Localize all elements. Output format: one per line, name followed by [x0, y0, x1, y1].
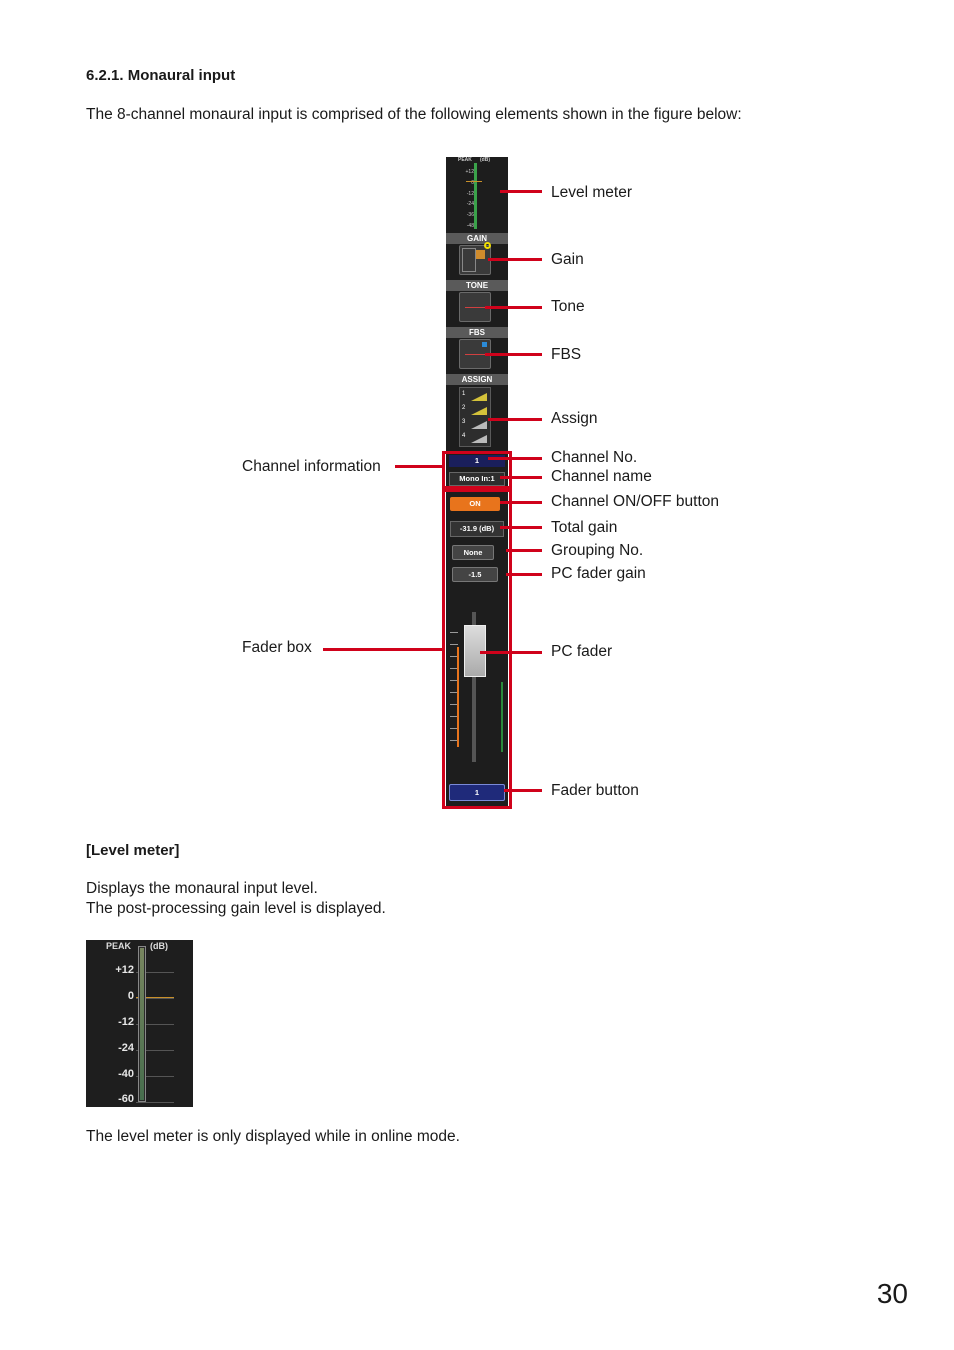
- fbs-header: FBS: [446, 327, 508, 338]
- channel-info-box: [442, 451, 512, 489]
- gain-button[interactable]: [459, 245, 491, 275]
- strip-meter-peak: PEAK: [458, 157, 472, 163]
- assign-row-1[interactable]: 1: [462, 391, 488, 403]
- label-tone: Tone: [551, 298, 585, 315]
- meter-image-tick: -12: [118, 1016, 134, 1028]
- strip-level-meter: PEAK (dB) +12 0 -12 -24 -36 -48: [446, 157, 508, 231]
- leader-pc-fader-gain: [506, 573, 542, 576]
- gain-indicator-icon: [476, 250, 485, 259]
- level-meter-title: [Level meter]: [86, 842, 180, 859]
- assign-slope-icon: [471, 435, 487, 443]
- label-assign: Assign: [551, 410, 598, 427]
- leader-pc-fader: [480, 651, 542, 654]
- channel-name: Mono In:1: [449, 472, 505, 486]
- fader-orange-marker: [457, 647, 459, 747]
- assign-slope-icon: [471, 421, 487, 429]
- page-number: 30: [876, 1278, 908, 1309]
- section-heading: 6.2.1. Monaural input: [86, 67, 236, 84]
- fader-box-outline: [442, 489, 512, 809]
- meter-image-tick: -40: [118, 1068, 134, 1080]
- leader-assign: [488, 418, 542, 421]
- strip-tick: -36: [466, 212, 474, 219]
- leader-fader-box: [323, 648, 442, 651]
- channel-on-button[interactable]: ON: [450, 497, 500, 511]
- meter-image-zero-line: [136, 997, 174, 998]
- assign-row-number: 2: [462, 405, 466, 411]
- level-meter-line1: Displays the monaural input level.: [86, 880, 318, 897]
- leader-on-off: [500, 501, 542, 504]
- pc-fader-gain-display: -1.5: [452, 567, 498, 582]
- assign-row-4[interactable]: 4: [462, 433, 488, 445]
- strip-meter-zero-line: [466, 181, 482, 182]
- meter-image-peak: PEAK: [106, 941, 132, 951]
- label-channel-on-off: Channel ON/OFF button: [551, 493, 719, 510]
- gain-grid-icon: [462, 248, 476, 272]
- assign-row-2[interactable]: 2: [462, 405, 488, 417]
- assign-panel: 1 2 3 4: [459, 387, 491, 447]
- leader-gain: [488, 258, 542, 261]
- fbs-status-dot-icon: [482, 342, 487, 347]
- label-channel-information: Channel information: [242, 458, 381, 475]
- strip-tick: 0: [471, 179, 474, 186]
- fader-scale: [450, 621, 458, 751]
- strip-tick: -48: [466, 222, 474, 229]
- level-meter-line2: The post-processing gain level is displa…: [86, 900, 386, 917]
- fader-track: [472, 612, 476, 762]
- label-level-meter: Level meter: [551, 184, 632, 201]
- label-grouping-no: Grouping No.: [551, 542, 644, 559]
- label-fader-button: Fader button: [551, 782, 639, 799]
- label-channel-name: Channel name: [551, 468, 652, 485]
- assign-slope-icon: [471, 407, 487, 415]
- leader-level-meter: [500, 190, 542, 193]
- label-fader-box: Fader box: [242, 639, 312, 656]
- label-total-gain: Total gain: [551, 519, 618, 536]
- strip-meter-ticks: +12 0 -12 -24 -36 -48: [456, 167, 474, 232]
- leader-grouping: [506, 549, 542, 552]
- grouping-button[interactable]: None: [452, 545, 494, 560]
- fader-button[interactable]: 1: [449, 784, 505, 801]
- label-channel-no: Channel No.: [551, 449, 638, 466]
- label-pc-fader: PC fader: [551, 643, 613, 660]
- leader-total-gain: [500, 526, 542, 529]
- total-gain-display: -31.9 (dB): [450, 521, 504, 537]
- level-meter-image: PEAK (dB) +12 0 -12 -24 -40 -60: [86, 940, 193, 1107]
- leader-fader-button: [504, 789, 542, 792]
- leader-channel-name: [500, 476, 542, 479]
- tone-curve-icon: [465, 307, 485, 308]
- intro-text: The 8-channel monaural input is comprise…: [86, 106, 742, 123]
- label-gain: Gain: [551, 251, 584, 268]
- level-meter-note: The level meter is only displayed while …: [86, 1128, 460, 1145]
- gain-header: GAIN: [446, 233, 508, 244]
- strip-tick: -24: [466, 201, 474, 208]
- assign-row-3[interactable]: 3: [462, 419, 488, 431]
- strip-meter-db: (dB): [480, 157, 490, 163]
- gain-active-dot-icon: [484, 242, 491, 249]
- meter-image-tick: -24: [118, 1042, 134, 1054]
- strip-meter-bar: [474, 163, 477, 229]
- leader-tone: [485, 306, 542, 309]
- label-pc-fader-gain: PC fader gain: [551, 565, 646, 582]
- meter-image-tick: -60: [118, 1093, 134, 1105]
- meter-image-bar-fill: [140, 948, 144, 1100]
- fbs-line-icon: [465, 354, 485, 355]
- meter-image-tick: +12: [115, 964, 134, 976]
- meter-image-db: (dB): [150, 941, 168, 951]
- assign-slope-icon: [471, 393, 487, 401]
- strip-tick: +12: [465, 169, 474, 175]
- strip-tick: -12: [466, 190, 474, 197]
- assign-row-number: 4: [462, 433, 466, 439]
- leader-channel-no: [488, 457, 542, 460]
- tone-header: TONE: [446, 280, 508, 291]
- leader-fbs: [485, 353, 542, 356]
- assign-header: ASSIGN: [446, 374, 508, 385]
- assign-row-number: 1: [462, 391, 466, 397]
- assign-row-number: 3: [462, 419, 466, 425]
- fader-level-bar: [501, 682, 503, 752]
- label-fbs: FBS: [551, 346, 582, 363]
- meter-image-tick: 0: [127, 990, 134, 1002]
- leader-channel-information: [395, 465, 442, 468]
